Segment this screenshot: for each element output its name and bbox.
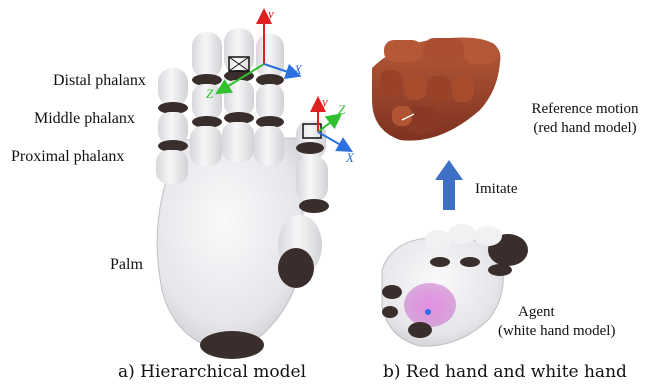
label-agent: Agent (white hand model) [498, 303, 668, 341]
agent-line1: Agent [498, 303, 668, 322]
caption-a: a) Hierarchical model [118, 362, 306, 382]
left-hand [156, 16, 346, 359]
axis-y-label: y [268, 6, 274, 22]
label-proximal-phalanx: Proximal phalanx [11, 148, 124, 166]
label-palm: Palm [110, 256, 143, 274]
reference-line1: Reference motion [510, 100, 660, 119]
caption-b: b) Red hand and white hand [383, 362, 627, 382]
label-reference-motion: Reference motion (red hand model) [510, 100, 660, 138]
axis-x-label-thumb: X [346, 150, 354, 166]
finger-middle [222, 28, 254, 162]
finger-little [156, 68, 188, 184]
agent-line2: (white hand model) [498, 322, 668, 341]
label-imitate: Imitate [475, 180, 517, 199]
red-reference-hand [372, 38, 500, 141]
reference-line2: (red hand model) [510, 119, 660, 138]
axis-x-label: X [294, 62, 302, 78]
axis-z-label: Z [206, 86, 213, 102]
imitate-arrow [435, 160, 463, 210]
label-middle-phalanx: Middle phalanx [34, 110, 135, 128]
finger-index [254, 34, 284, 166]
wrist-joint [200, 331, 264, 359]
axis-y-label-thumb: y [322, 94, 328, 110]
label-distal-phalanx: Distal phalanx [53, 72, 146, 90]
axis-z-label-thumb: Z [338, 102, 345, 118]
